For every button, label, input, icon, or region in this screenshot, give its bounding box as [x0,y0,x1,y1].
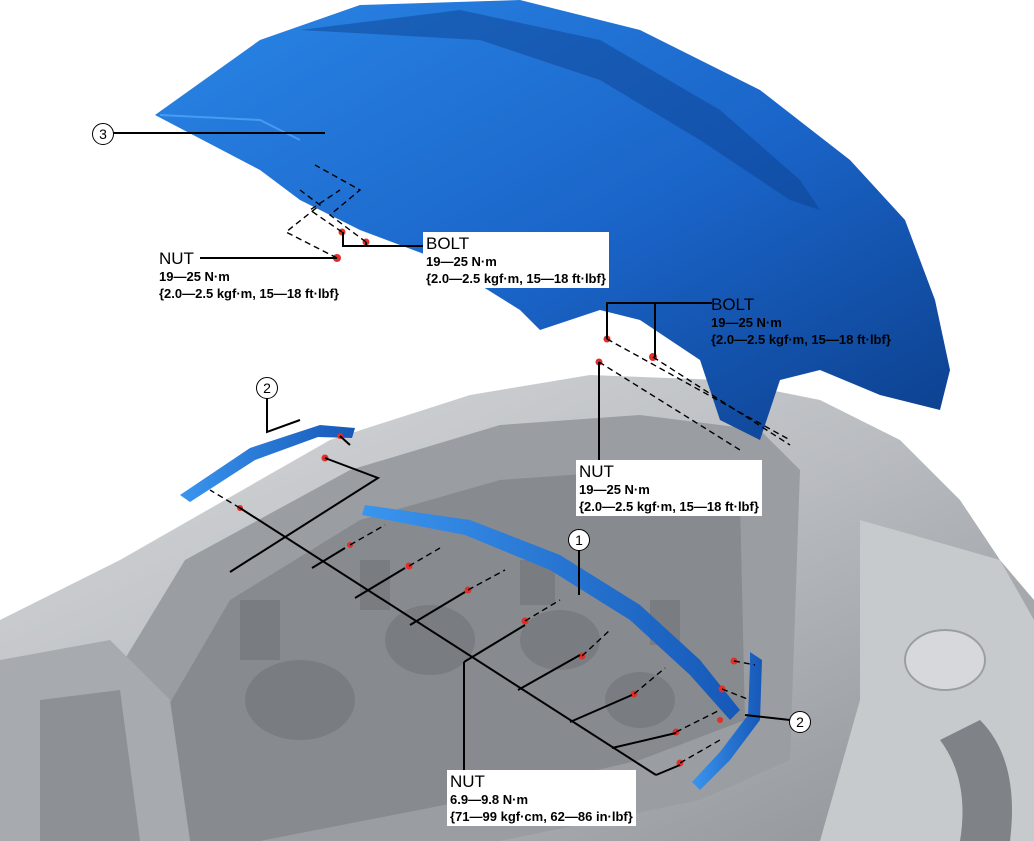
nut-right-label: NUT 19—25 N·m {2.0—2.5 kgf·m, 15—18 ft·l… [576,460,762,516]
bolt-left-label: BOLT 19—25 N·m {2.0—2.5 kgf·m, 15—18 ft·… [423,232,609,288]
bolt-right-label: BOLT 19—25 N·m {2.0—2.5 kgf·m, 15—18 ft·… [711,294,891,348]
nut-left-torque: 19—25 N·m [159,269,230,285]
nut-right-alt: {2.0—2.5 kgf·m, 15—18 ft·lbf} [579,498,759,514]
nut-bottom-alt: {71—99 kgf·cm, 62—86 in·lbf} [450,808,633,824]
nut-right-name: NUT [579,462,614,481]
nut-bottom-label: NUT 6.9—9.8 N·m {71—99 kgf·cm, 62—86 in·… [447,770,636,826]
callout-3: 3 [92,123,114,145]
bolt-left-name: BOLT [426,234,470,253]
bolt-right-torque: 19—25 N·m [711,315,782,331]
bolt-right-name: BOLT [711,295,755,314]
callout-2-left: 2 [256,377,278,399]
bolt-right-alt: {2.0—2.5 kgf·m, 15—18 ft·lbf} [711,331,891,347]
leader-lines [112,132,791,776]
nut-bottom-name: NUT [450,772,485,791]
part-2-right-rail [692,652,762,790]
nut-left-alt: {2.0—2.5 kgf·m, 15—18 ft·lbf} [159,285,339,301]
part-3-deck-lid [155,0,950,440]
fastener-paths [209,164,791,764]
bolt-left-alt: {2.0—2.5 kgf·m, 15—18 ft·lbf} [426,270,606,286]
bolt-left-torque: 19—25 N·m [426,254,497,270]
nut-bottom-torque: 6.9—9.8 N·m [450,792,529,808]
callout-2-right: 2 [789,711,811,733]
part-2-left-rail [180,425,355,502]
nut-left-name: NUT [159,249,194,268]
nut-right-torque: 19—25 N·m [579,482,650,498]
nut-left-label: NUT 19—25 N·m {2.0—2.5 kgf·m, 15—18 ft·l… [159,248,339,302]
callout-1: 1 [568,529,590,551]
